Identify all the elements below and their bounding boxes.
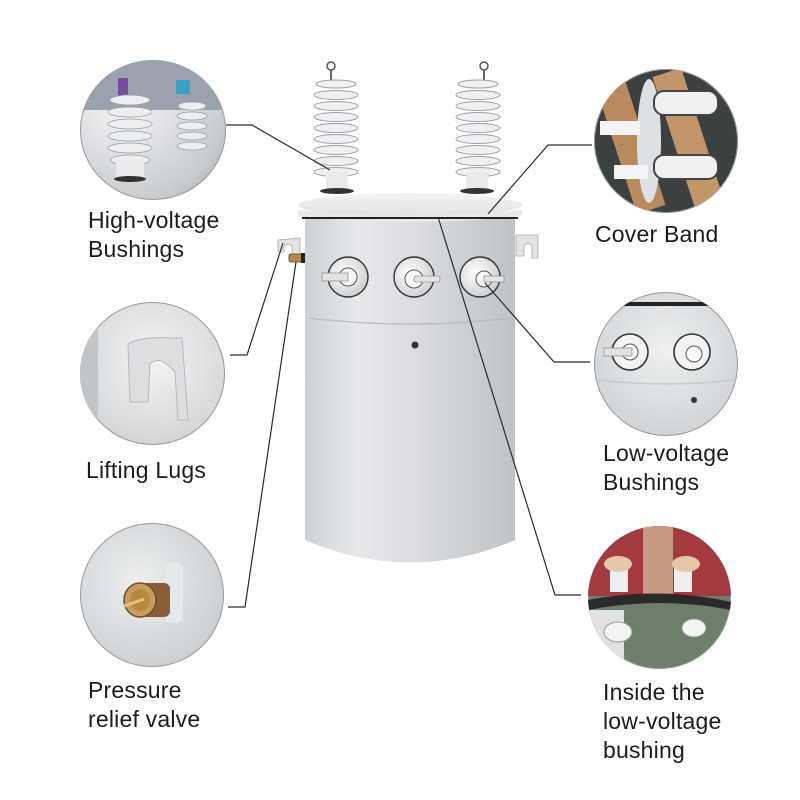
lifting-lug-left (277, 237, 301, 257)
cover-band-photo-icon (594, 69, 726, 213)
label-pressure-relief-valve: Pressure relief valve (88, 677, 201, 732)
hv-bushing-left (313, 61, 359, 194)
callout-photo-cover-band (594, 69, 738, 213)
lv-bushing-1 (321, 256, 369, 298)
callout-photo-pressure-relief-valve (80, 523, 224, 667)
lv-bushing-photo-icon (594, 302, 738, 403)
callout-photo-inside-lv-bushing (588, 526, 731, 669)
hv-bushing-right (455, 61, 501, 194)
label-inside-lv-bushing: Inside the low-voltage bushing (603, 679, 722, 763)
brass-valve-photo-icon (123, 563, 183, 623)
lifting-lug-right (515, 234, 539, 259)
lv-bushing-2 (393, 256, 441, 298)
inside-bushing-photo-icon (588, 526, 731, 669)
pressure-relief-valve (288, 253, 305, 263)
callout-photo-lifting-lugs (80, 302, 225, 445)
label-lv-bushings: Low-voltage Bushings (603, 440, 730, 495)
callout-photo-lv-bushings (594, 292, 738, 436)
label-hv-bushings: High-voltage Bushings (88, 207, 220, 262)
lifting-lug-photo-icon (80, 302, 189, 445)
callout-photo-hv-bushings (80, 60, 226, 200)
hv-bushing-photo-icon (80, 60, 226, 182)
label-cover-band: Cover Band (595, 221, 719, 247)
label-lifting-lugs: Lifting Lugs (86, 457, 207, 483)
